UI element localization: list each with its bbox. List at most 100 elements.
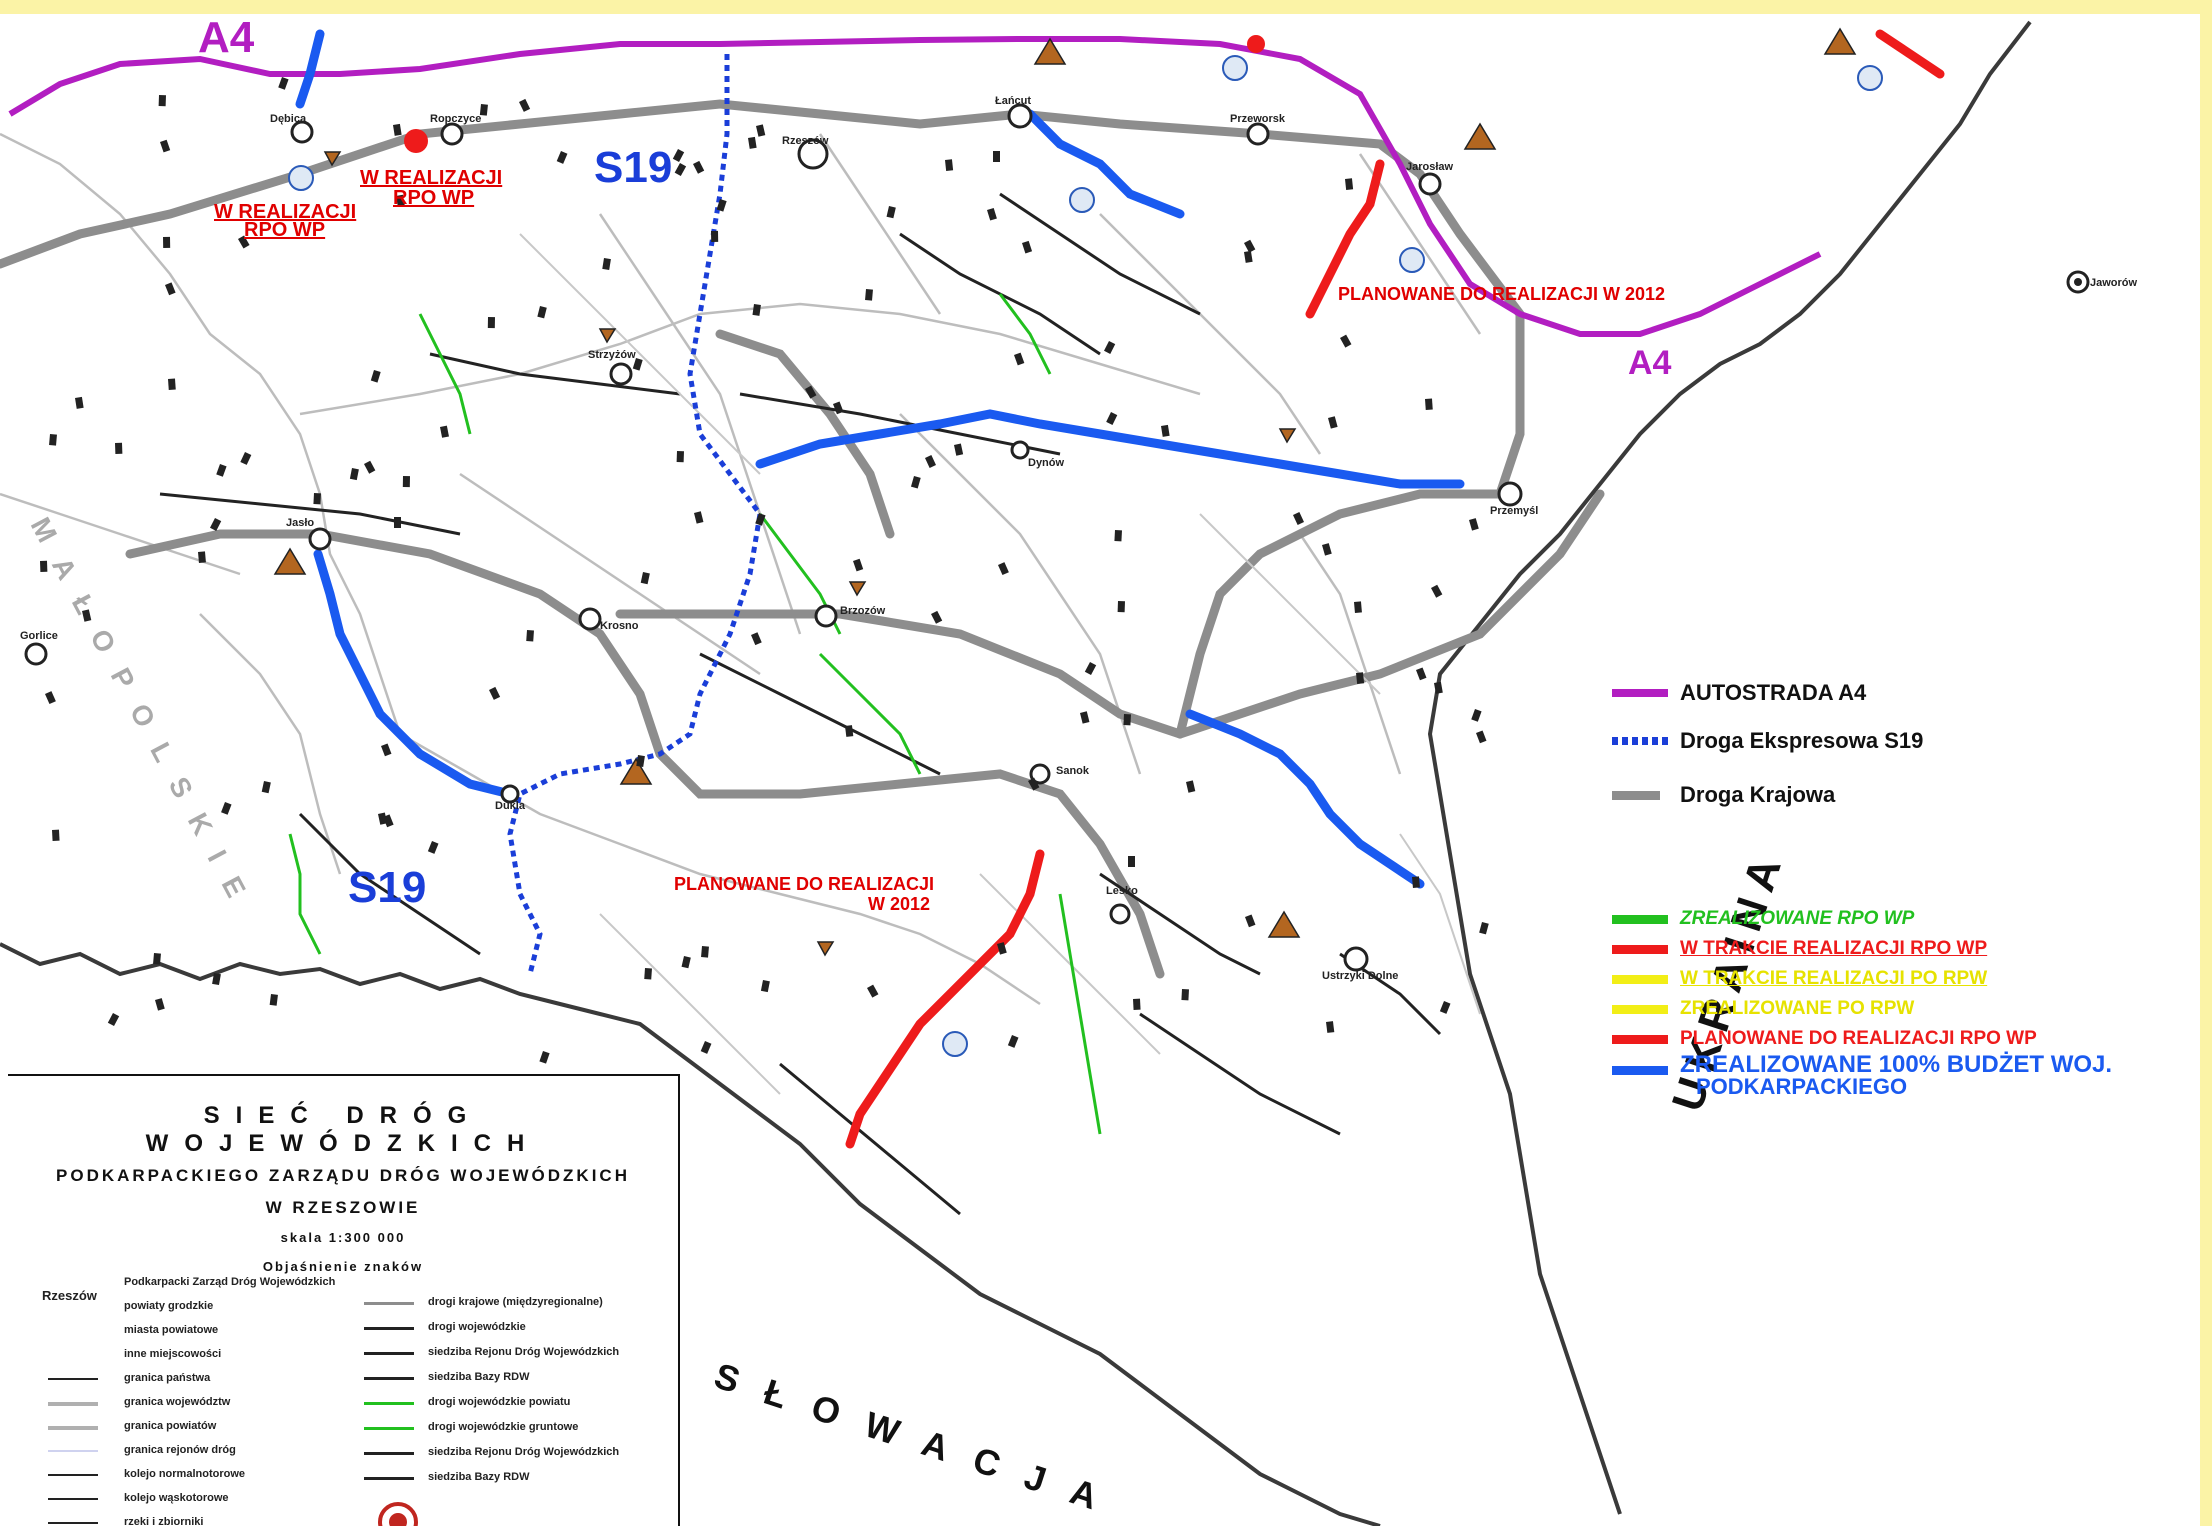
road-number-tile [701, 946, 709, 958]
annotation-w-realizacji-1: W REALIZACJI [360, 167, 502, 189]
road-number-tile [519, 98, 531, 112]
towns [24, 103, 2090, 972]
road-number-tile [1186, 780, 1196, 793]
a4-motorway [8, 36, 1822, 337]
legend-left-swatch [48, 1474, 98, 1476]
road-number-tile [755, 513, 766, 526]
legend-text-planowane-rpo: PLANOWANE DO REALIZACJI RPO WP [1680, 1028, 2037, 1049]
map-svg: A4 A4 S19 S19 W REALIZACJI RPO WP W REAL… [0, 14, 2138, 1526]
city-label: Ropczyce [430, 113, 481, 125]
legend-krajowa: Droga Krajowa [1612, 778, 2172, 812]
road-number-tile [163, 236, 171, 248]
legend-zrealizowane-rpo: ZREALIZOWANE RPO WP [1612, 904, 2172, 934]
road-number-tile [238, 235, 250, 249]
road-number-tile [865, 288, 873, 301]
city-label: Jarosław [1406, 161, 1454, 173]
road-number-tile [602, 258, 611, 270]
s19-label-bottom: S19 [348, 863, 426, 912]
road-number-tile [644, 968, 652, 980]
legend-right-item: siedziba Rejonu Dróg Wojewódzkich [428, 1446, 620, 1458]
road-number-tile [1326, 1021, 1335, 1033]
legend-text-budzet-line1: ZREALIZOWANE 100% BUDŻET WOJ. [1680, 1051, 2113, 1078]
road-number-tile [164, 282, 176, 296]
legend-right-swatch [364, 1452, 414, 1455]
legend-text-budzet: ZREALIZOWANE 100% BUDŻET WOJ. PODKARPACK… [1680, 1051, 2113, 1099]
road-number-tile [1469, 518, 1479, 531]
road-shields [288, 55, 1883, 1057]
road-number-tile [997, 942, 1007, 955]
city-label: Gorlice [20, 630, 58, 642]
legend-text-budzet-line2: PODKARPACKIEGO [1696, 1074, 1908, 1099]
road-number-tile [168, 378, 176, 390]
road-number-tile [716, 199, 727, 212]
road-number-tile [1434, 681, 1443, 694]
road-number-tile [370, 370, 381, 383]
road-number-tile [1079, 711, 1090, 724]
legend-swatch-planowane-rpo [1612, 1034, 1668, 1044]
road-number-tile [636, 755, 645, 767]
road-number-tile [1243, 239, 1256, 253]
road-number-tile [1431, 584, 1443, 598]
map-legend-panel: SIEĆ DRÓG WOJEWÓDZKICH PODKARPACKIEGO ZA… [8, 1074, 680, 1526]
road-number-tile [381, 743, 392, 757]
legend-right-item: siedziba Bazy RDW [428, 1471, 530, 1483]
road-number-tile [313, 493, 321, 505]
legend-left-swatch [48, 1522, 98, 1524]
road-number-tile [1412, 876, 1420, 888]
legend-right-swatch [364, 1352, 414, 1355]
road-number-tile [945, 159, 954, 171]
road-number-tile [75, 396, 84, 409]
road-number-tile [402, 475, 410, 488]
legend-right-item: drogi wojewódzkie gruntowe [428, 1421, 579, 1433]
road-number-tile [924, 455, 936, 468]
road-number-tile [674, 163, 687, 177]
city-label: Jaworów [2090, 277, 2138, 289]
road-number-tile [1117, 601, 1125, 613]
city-label: Łańcut [995, 95, 1031, 107]
legend-planowane-rpo: PLANOWANE DO REALIZACJI RPO WP [1612, 1024, 2172, 1054]
road-number-tile [1345, 178, 1354, 190]
legend-left-item: granica rejonów dróg [124, 1444, 236, 1456]
legend-w-trakcie-rpw: W TRAKCIE REALIZACJI PO RPW [1612, 964, 2172, 994]
annotation-planowane-mid-b: W 2012 [868, 894, 930, 914]
annotation-planowane-top: PLANOWANE DO REALIZACJI W 2012 [1338, 284, 1665, 304]
road-number-tile [700, 1041, 712, 1054]
city-label: Przemyśl [1490, 505, 1538, 517]
legend-text-w-trakcie-rpw: W TRAKCIE REALIZACJI PO RPW [1680, 968, 1988, 989]
legend-text-w-trakcie-rpo: W TRAKCIE REALIZACJI RPO WP [1680, 938, 1988, 959]
pzdw-logo-icon [378, 1502, 418, 1526]
legend-left-item: kolejo wąskotorowe [124, 1492, 229, 1504]
road-number-tile [910, 476, 921, 489]
legend-left-swatch [48, 1426, 98, 1430]
road-number-tile [49, 433, 57, 446]
legend-title: SIEĆ DRÓG WOJEWÓDZKICH PODKARPACKIEGO ZA… [8, 1102, 678, 1274]
annotation-w-realizacji-2b: RPO WP [244, 219, 325, 241]
city-label: Dynów [1028, 457, 1065, 469]
city-label: Sanok [1056, 765, 1090, 777]
road-number-tile [1133, 998, 1141, 1010]
legend-autostrada: AUTOSTRADA A4 [1612, 676, 2172, 710]
legend-swatch-w-trakcie-rpo [1612, 944, 1668, 954]
road-number-tile [396, 194, 405, 207]
legend-swatch-ekspresowa [1612, 737, 1668, 745]
city-label: Brzozów [840, 605, 886, 617]
road-number-tile [845, 725, 854, 737]
map-canvas[interactable]: A4 A4 S19 S19 W REALIZACJI RPO WP W REAL… [0, 14, 2200, 1526]
road-number-tile [1322, 543, 1332, 556]
road-number-tile [487, 317, 495, 329]
road-number-tile [479, 104, 488, 116]
road-number-tile [221, 802, 232, 815]
road-number-tile [1293, 512, 1304, 525]
road-number-tile [681, 956, 691, 969]
road-number-tile [378, 812, 388, 825]
road-number-tile [539, 1051, 550, 1064]
legend-zrealizowane-rpw: ZREALIZOWANE PO RPW [1612, 994, 2172, 1024]
legend-title-line1: SIEĆ DRÓG WOJEWÓDZKICH [145, 1102, 541, 1157]
road-number-tile [1028, 777, 1040, 791]
road-number-tile [261, 781, 271, 794]
road-number-tile [349, 468, 359, 481]
legend-swatch-autostrada [1612, 689, 1668, 697]
road-number-tile [1114, 530, 1122, 542]
road-number-tile [1339, 334, 1352, 348]
legend-w-trakcie-rpo: W TRAKCIE REALIZACJI RPO WP [1612, 934, 2172, 964]
